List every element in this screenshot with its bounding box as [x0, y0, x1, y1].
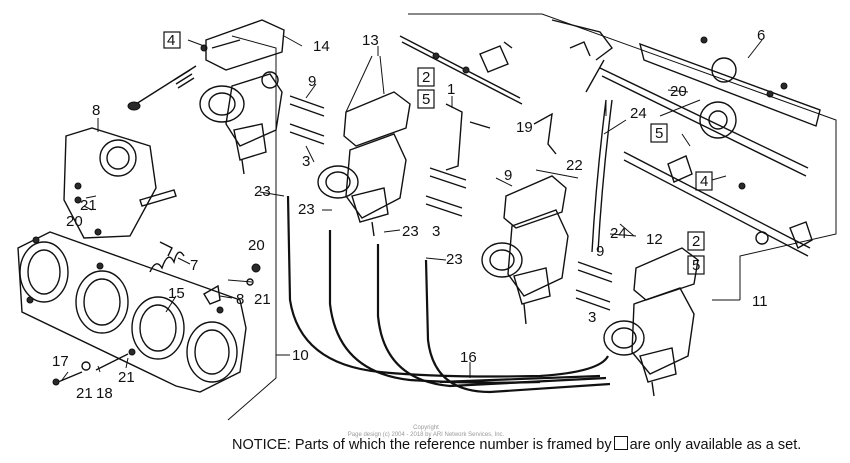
- intake-manifold: [17, 231, 247, 393]
- callout-15: 15: [168, 285, 185, 302]
- callout-24b: 24: [610, 225, 627, 242]
- notice-text-after: are only available as a set.: [629, 437, 802, 453]
- copyright-line-2: Page design (c) 2004 - 2018 by ARI Netwo…: [347, 432, 505, 438]
- callout-12: 12: [646, 231, 663, 248]
- callout-4b: 4: [700, 173, 708, 190]
- callout-20b: 20: [66, 213, 83, 230]
- frame-box-5a: [417, 89, 435, 109]
- callout-23d: 23: [446, 251, 463, 268]
- callout-21b: 21: [254, 291, 271, 308]
- callout-3b: 3: [432, 223, 440, 240]
- frame-box-2b: [687, 231, 705, 251]
- carburetor-1: [199, 19, 285, 175]
- copyright-watermark: Copyright Page design (c) 2004 - 2018 by…: [336, 425, 516, 439]
- callout-7: 7: [190, 257, 198, 274]
- callout-21d: 21: [76, 385, 93, 402]
- callout-24: 24: [630, 105, 647, 122]
- throttle-shaft: [585, 59, 809, 177]
- callout-6: 6: [757, 27, 765, 44]
- callout-16: 16: [460, 349, 477, 366]
- callout-13: 13: [362, 32, 379, 49]
- callout-21c: 21: [118, 369, 135, 386]
- callout-5b: 5: [655, 125, 663, 142]
- callout-20: 20: [670, 83, 687, 100]
- callout-2: 2: [422, 69, 430, 86]
- carburetor-2: [317, 91, 411, 237]
- frame-box-5c: [687, 255, 705, 275]
- callout-10: 10: [292, 347, 309, 364]
- callout-20c: 20: [248, 237, 265, 254]
- idle-adjust-screw: [127, 44, 208, 111]
- frame-box-4a: [163, 31, 181, 49]
- callout-19: 19: [516, 119, 533, 136]
- vacuum-hoses: [286, 195, 611, 394]
- notice-text: NOTICE: Parts of which the reference num…: [232, 436, 801, 453]
- callout-23b: 23: [298, 201, 315, 218]
- callout-8: 8: [92, 102, 100, 119]
- callout-3: 3: [302, 153, 310, 170]
- callout-numbers: 4 14 13 2 5 1 8 9 3 19 6 20 24 5 22 4 9 …: [52, 27, 768, 402]
- carburetor-3: [481, 175, 569, 325]
- joint-pipes: [289, 95, 613, 311]
- callout-23a: 23: [254, 183, 271, 200]
- callout-9c: 9: [596, 243, 604, 260]
- callout-9: 9: [308, 73, 316, 90]
- carburetor-holder-plate: [63, 127, 177, 239]
- carburetor-4: [603, 247, 699, 397]
- callout-17: 17: [52, 353, 69, 370]
- callout-9b: 9: [504, 167, 512, 184]
- callout-8b: 8: [236, 291, 244, 308]
- callout-21a: 21: [80, 197, 97, 214]
- notice-text-before: NOTICE: Parts of which the reference num…: [232, 437, 612, 453]
- callout-leaders: [61, 35, 763, 381]
- frame-box-2a: [417, 67, 435, 87]
- callout-3c: 3: [588, 309, 596, 326]
- callout-5c: 5: [692, 257, 700, 274]
- choke-shaft-upper: [399, 35, 523, 105]
- callout-18: 18: [96, 385, 113, 402]
- copyright-line-1: Copyright: [413, 425, 439, 431]
- callout-23c: 23: [402, 223, 419, 240]
- callout-22: 22: [566, 157, 583, 174]
- frame-box-5b: [650, 123, 668, 143]
- callout-14: 14: [313, 38, 330, 55]
- frame-box-4b: [695, 171, 713, 191]
- callout-5: 5: [422, 91, 430, 108]
- frame-square-icon: [613, 436, 628, 450]
- callout-11: 11: [752, 293, 768, 310]
- callout-1: 1: [447, 81, 455, 98]
- callout-4: 4: [167, 32, 175, 49]
- callout-2b: 2: [692, 233, 700, 250]
